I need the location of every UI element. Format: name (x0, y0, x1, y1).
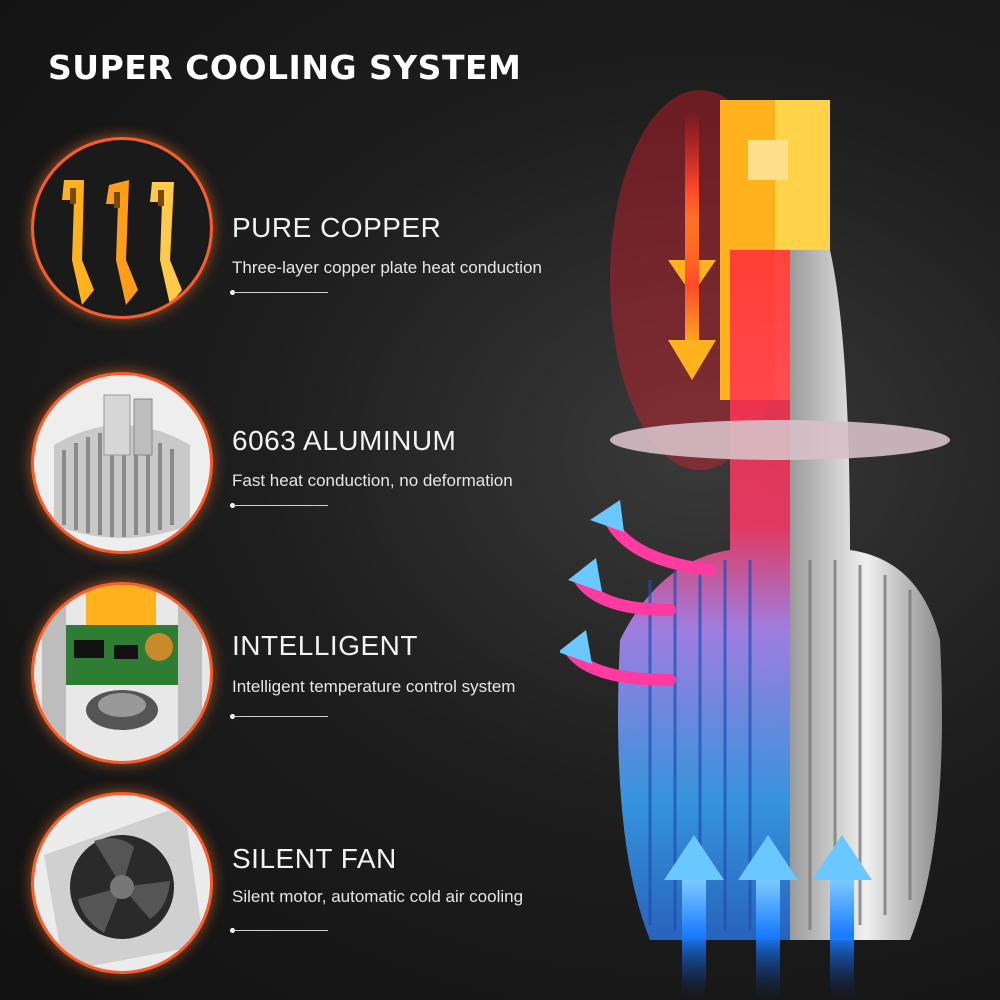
aluminum-heatsink-icon (34, 375, 210, 551)
feature-aluminum: 6063 ALUMINUM Fast heat conduction, no d… (34, 375, 594, 555)
feature-description: Fast heat conduction, no deformation (232, 471, 513, 490)
feature-description: Intelligent temperature control system (232, 677, 516, 696)
divider-line (232, 930, 328, 931)
divider-line (232, 505, 328, 506)
circuit-board-icon (34, 585, 210, 761)
feature-pure-copper: PURE COPPER Three-layer copper plate hea… (34, 140, 594, 320)
hot-air-arrows (668, 110, 716, 380)
feature-description: Silent motor, automatic cold air cooling (232, 887, 524, 906)
divider-line (232, 292, 328, 293)
feature-intelligent: INTELLIGENT Intelligent temperature cont… (34, 585, 594, 765)
feature-title: PURE COPPER (232, 212, 442, 243)
feature-silent-fan: SILENT FAN Silent motor, automatic cold … (34, 795, 594, 975)
fan-icon (34, 795, 210, 971)
page-title: SUPER COOLING SYSTEM (48, 48, 522, 87)
led-bulb-illustration (560, 80, 1000, 1000)
feature-description: Three-layer copper plate heat conduction (232, 258, 542, 277)
divider-line (232, 716, 328, 717)
feature-title: SILENT FAN (232, 843, 397, 874)
copper-plates-icon (34, 140, 210, 316)
feature-title: 6063 ALUMINUM (232, 425, 457, 456)
feature-title: INTELLIGENT (232, 630, 418, 661)
